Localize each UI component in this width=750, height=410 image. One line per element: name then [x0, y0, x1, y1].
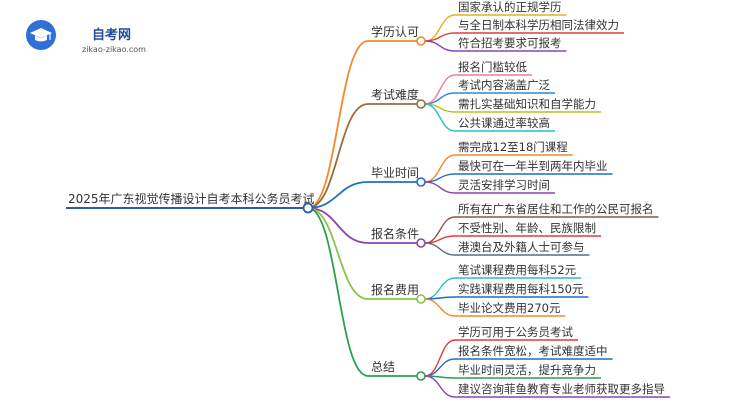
branch-connector: [307, 103, 369, 209]
branch-label: 报名条件: [371, 226, 419, 241]
leaf-connector: [424, 74, 456, 105]
leaf-label: 不受性别、年龄、民族限制: [458, 221, 596, 235]
site-logo: 自考网 zikao-zikao.com: [20, 14, 170, 62]
leaf-connector: [424, 40, 456, 52]
leaf-label: 与全日制本科学历相同法律效力: [458, 18, 619, 32]
leaf-label: 需完成12至18门课程: [458, 140, 568, 154]
leaf-label: 考试内容涵盖广泛: [458, 78, 550, 92]
leaf-connector: [424, 358, 456, 377]
leaf-label: 港澳台及外籍人士可参与: [458, 240, 585, 254]
branch-label: 总结: [371, 360, 395, 374]
leaf-label: 最快可在一年半到两年内毕业: [458, 159, 608, 173]
leaf-label: 需扎实基础知识和自学能力: [458, 97, 596, 111]
leaf-label: 所有在广东省居住和工作的公民可报名: [458, 202, 654, 216]
branch-connector: [307, 181, 369, 209]
branch-connector: [307, 207, 369, 244]
logo-title: 自考网: [92, 28, 132, 43]
branch-connector: [307, 40, 369, 209]
branch-label: 学历认可: [371, 24, 419, 39]
branch-label: 考试难度: [371, 87, 419, 102]
leaf-connector: [424, 298, 456, 317]
branch-label: 报名费用: [371, 282, 419, 297]
branch-connector: [307, 207, 369, 377]
branch-connector: [307, 207, 369, 300]
leaf-label: 毕业论文费用270元: [458, 301, 561, 315]
root-node: [302, 202, 314, 214]
logo-url: zikao-zikao.com: [82, 45, 146, 54]
root-label: 2025年广东视觉传播设计自考本科公务员考试: [68, 191, 315, 206]
leaf-label: 学历可用于公务员考试: [458, 325, 573, 339]
leaf-label: 公共课通过率较高: [458, 116, 550, 130]
branch-node: [416, 99, 426, 109]
leaf-label: 国家承认的正规学历: [458, 0, 562, 14]
leaf-label: 报名条件宽松，考试难度适中: [458, 344, 608, 358]
leaf-connector: [424, 181, 456, 194]
leaf-connector: [424, 375, 456, 398]
branch-node: [416, 371, 426, 381]
leaf-connector: [424, 103, 456, 132]
leaf-label: 毕业时间灵活，提升竞争力: [458, 363, 596, 377]
branch-node: [416, 177, 426, 187]
branch-node: [416, 294, 426, 304]
leaf-label: 笔试课程费用每科52元: [458, 263, 577, 277]
leaf-label: 建议咨询菲鱼教育专业老师获取更多指导: [458, 382, 665, 396]
leaf-label: 符合招考要求可报考: [458, 36, 562, 50]
branch-node: [416, 36, 426, 46]
leaf-label: 实践课程费用每科150元: [458, 282, 584, 296]
leaf-connector: [424, 277, 456, 300]
leaf-connector: [424, 242, 456, 256]
leaf-label: 灵活安排学习时间: [458, 178, 550, 192]
branch-node: [416, 238, 426, 248]
leaf-label: 报名门槛较低: [458, 60, 527, 74]
graduation-cap-icon: [26, 20, 56, 50]
branch-label: 毕业时间: [371, 166, 419, 180]
leaf-connector: [424, 339, 456, 377]
